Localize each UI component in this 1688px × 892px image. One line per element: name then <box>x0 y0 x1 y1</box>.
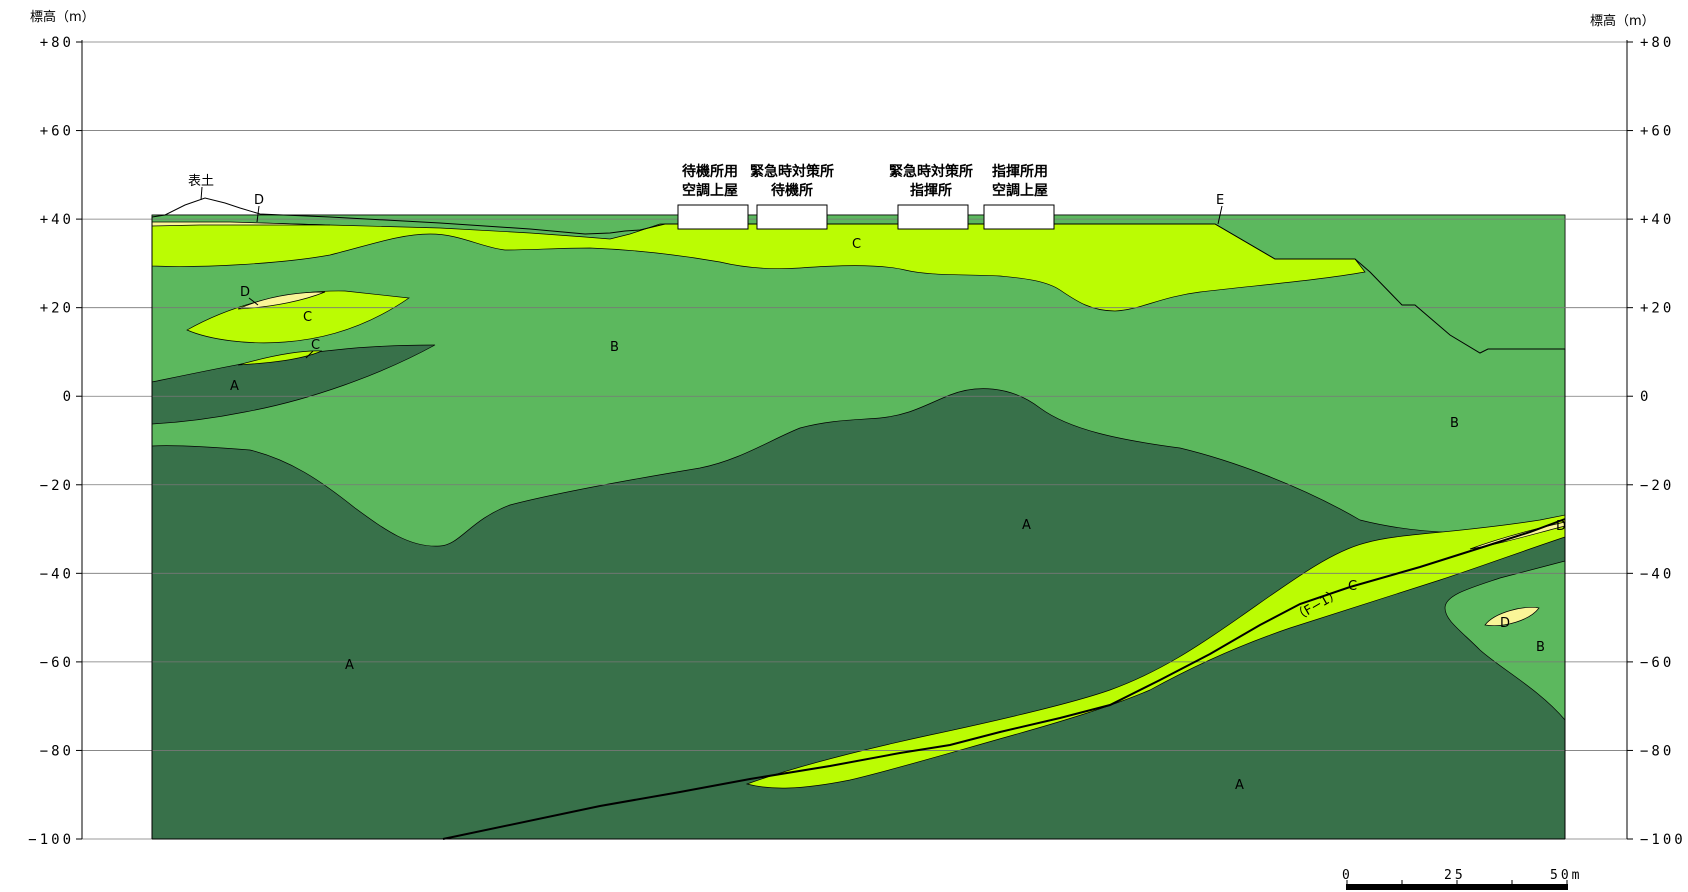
left-axis-tick-label: −60 <box>40 655 74 671</box>
label-a-bottom: A <box>1235 778 1244 793</box>
right-axis-tick-label: −20 <box>1640 478 1674 494</box>
label-c-lens-upper: C <box>303 310 312 325</box>
label-a-center: A <box>1022 518 1031 533</box>
right-axis-unit: 標高（m） <box>1590 13 1655 29</box>
unit-c-lens-small <box>237 350 323 366</box>
leader-topsoil <box>200 186 203 201</box>
building-box <box>983 204 1055 230</box>
unit-b-body <box>151 214 1566 547</box>
right-axis-tick-label: +40 <box>1640 212 1674 228</box>
building-label: 緊急時対策所 <box>750 163 834 180</box>
unit-b-right-pocket <box>1444 560 1566 721</box>
left-axis-tick-label: 0 <box>63 389 74 405</box>
label-b-pocket: B <box>1536 640 1545 655</box>
right-axis-tick-label: +20 <box>1640 301 1674 317</box>
label-d-lens-upper: D <box>240 285 250 300</box>
scale-label-25: 25 <box>1444 868 1466 883</box>
building-box <box>677 204 749 230</box>
building-label: 指揮所用 <box>992 163 1048 180</box>
right-axis-tick-label: −60 <box>1640 655 1674 671</box>
left-axis-tick-label: +40 <box>40 212 74 228</box>
unit-d-lens-upper <box>237 291 326 310</box>
label-d-right-lens: D <box>1500 616 1510 631</box>
label-c-top: C <box>852 237 861 252</box>
building-label: 空調上屋 <box>992 182 1048 199</box>
ground-surface-line <box>151 197 1566 839</box>
building-box <box>756 204 828 230</box>
label-c-lens-lower: C <box>311 338 320 353</box>
building-label: 指揮所 <box>910 182 952 199</box>
left-axis-tick-label: +60 <box>40 124 74 140</box>
unit-c-top-layer <box>151 222 1366 312</box>
label-d-right-top: D <box>1556 519 1566 534</box>
building-label: 待機所用 <box>682 163 738 180</box>
building-label: 空調上屋 <box>682 182 738 199</box>
geology-layers <box>151 214 1566 840</box>
right-axis-tick-label: +80 <box>1640 35 1674 51</box>
right-axis-tick-label: +60 <box>1640 124 1674 140</box>
fault-line <box>442 518 1566 840</box>
scale-label-50: 50m <box>1550 868 1582 883</box>
leader-c-lens-lower <box>305 350 314 359</box>
leader-d-top <box>256 205 260 223</box>
label-b-right: B <box>1450 416 1459 431</box>
label-b-main: B <box>610 340 619 355</box>
unit-d-right-lens <box>1484 606 1540 626</box>
right-axis-tick-label: −100 <box>1640 832 1686 848</box>
outlines <box>151 197 1566 840</box>
axis-ticks: +80 +80 +60 +60 +40 +40 +20 +20 0 0 −20 −20 −40 −40 −6… <box>28 35 1686 848</box>
right-axis-tick-label: 0 <box>1640 389 1651 405</box>
building-label: 待機所 <box>771 182 813 199</box>
label-topsoil: 表土 <box>188 174 214 189</box>
label-e: E <box>1216 193 1224 208</box>
label-c-fault: C <box>1348 579 1357 594</box>
right-axis-tick-label: −80 <box>1640 743 1674 759</box>
building-label: 緊急時対策所 <box>889 163 973 180</box>
label-d-top: D <box>254 193 264 208</box>
left-axis-tick-label: −20 <box>40 478 74 494</box>
label-a-left-small: A <box>230 379 239 394</box>
elevation-gridlines <box>82 41 1627 840</box>
label-a-main: A <box>345 658 354 673</box>
left-axis-unit: 標高（m） <box>30 9 95 25</box>
left-axis-tick-label: +20 <box>40 301 74 317</box>
left-axis-tick-label: −100 <box>28 832 74 848</box>
building-box <box>897 204 969 230</box>
left-axis-tick-label: −80 <box>40 743 74 759</box>
scale-bar: 0 25 50m <box>1342 868 1582 890</box>
left-axis-tick-label: +80 <box>40 35 74 51</box>
right-axis-tick-label: −40 <box>1640 566 1674 582</box>
leader-e <box>1217 205 1223 225</box>
left-axis-tick-label: −40 <box>40 566 74 582</box>
leader-d-lens <box>248 297 259 306</box>
scale-label-0: 0 <box>1342 868 1353 883</box>
